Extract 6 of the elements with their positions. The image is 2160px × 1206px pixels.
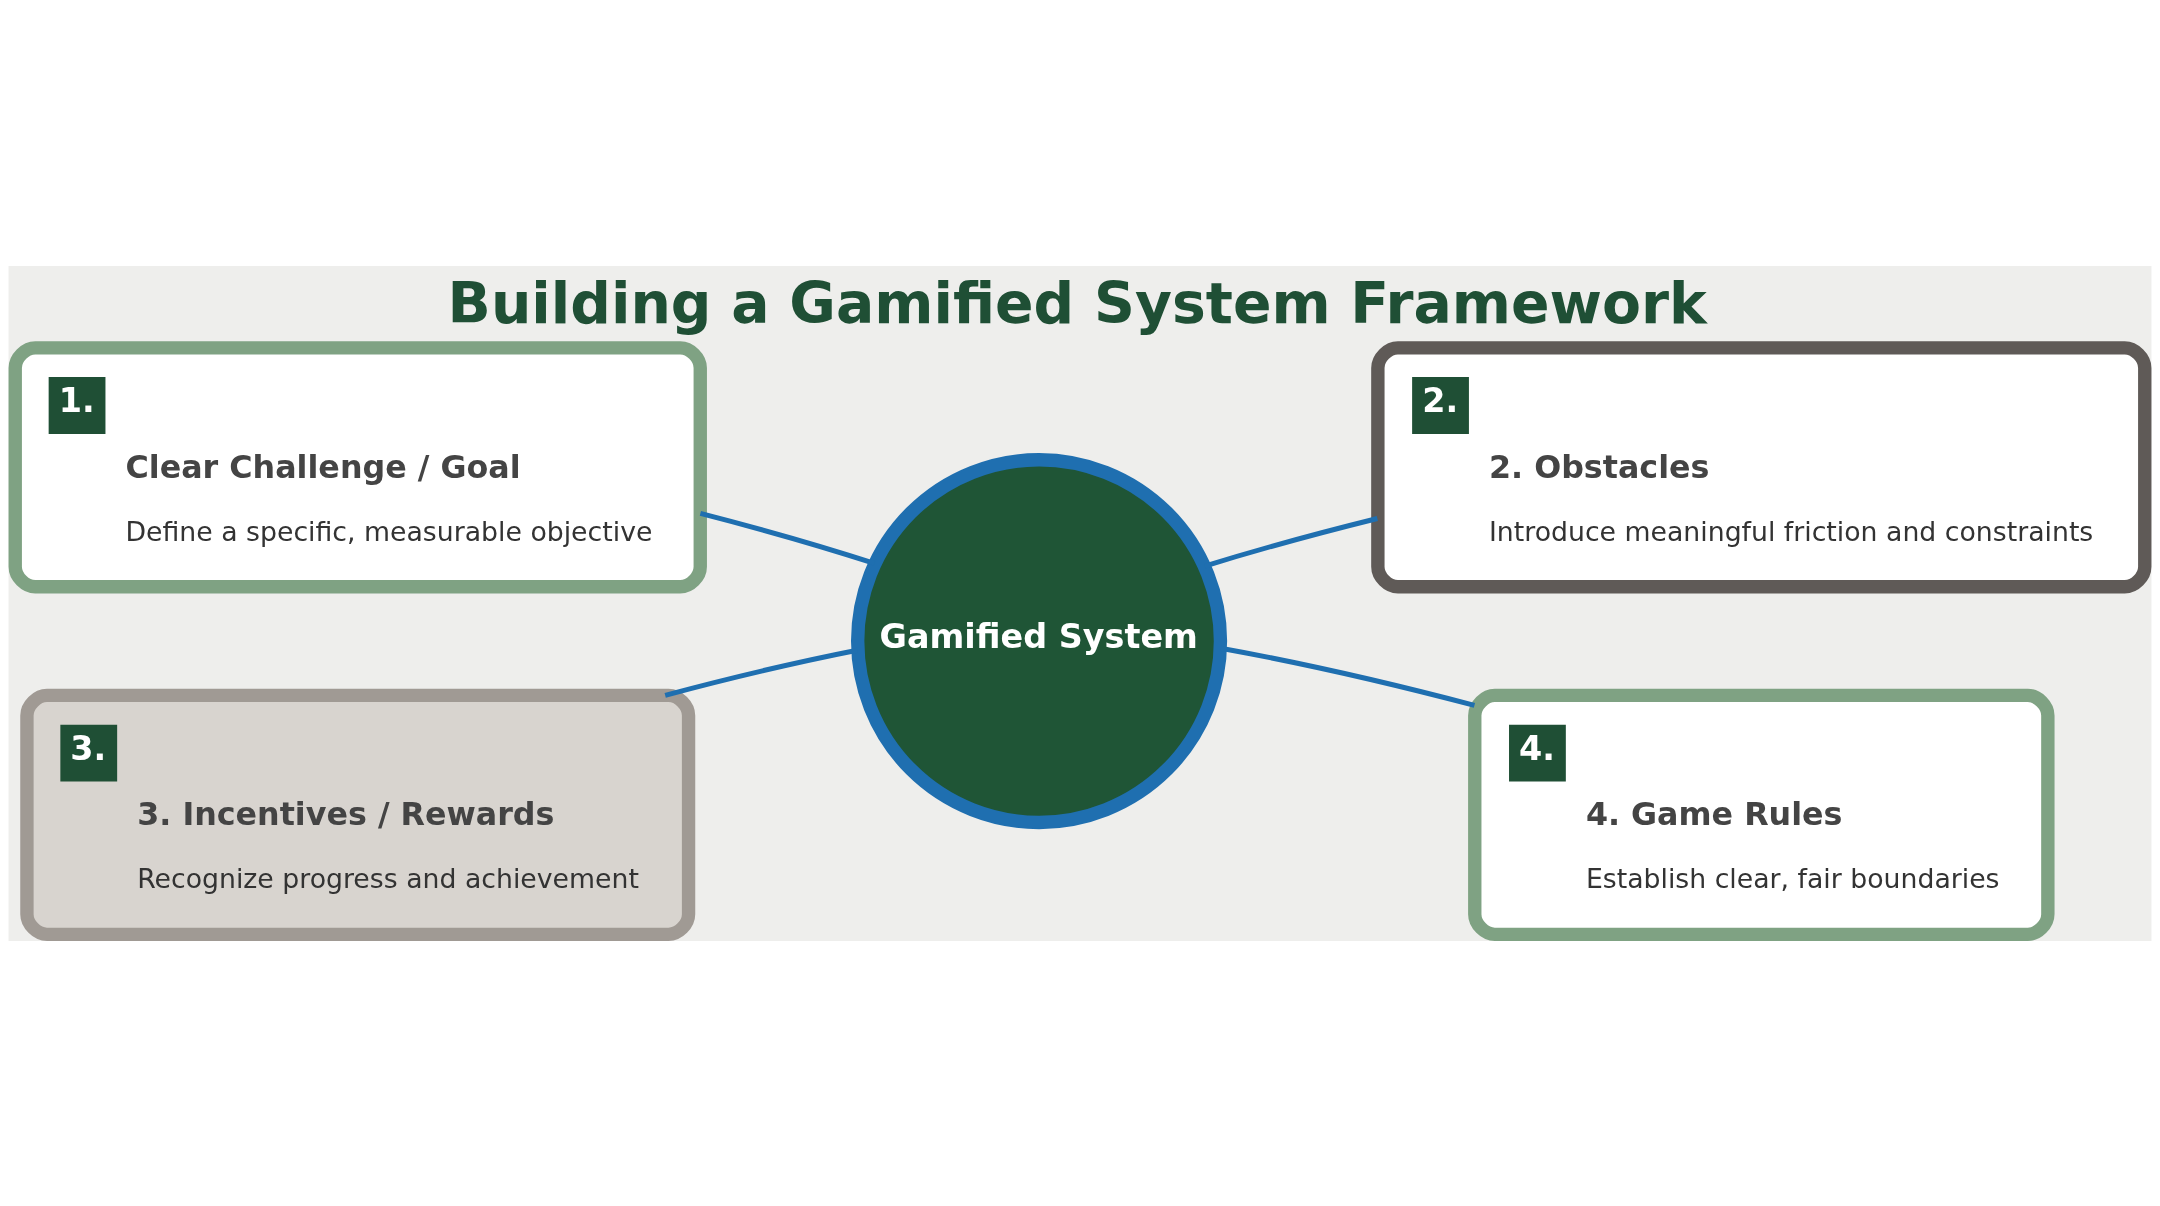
node-box: 1. Clear Challenge / Goal Define a specific, measurable objective [8,340,707,593]
node-box: 3. 3. Incentives / Rewards Recognize progress and achievement [20,688,696,941]
node-box: 4. 4. Game Rules Establish clear, fair boundaries [1468,688,2055,941]
diagram-title: Building a Gamified System Framework [447,269,1707,336]
node-circle: Gamified System [851,452,1228,829]
node-box: 2. 2. Obstacles Introduce meaningful friction and constraints [1371,340,2152,593]
